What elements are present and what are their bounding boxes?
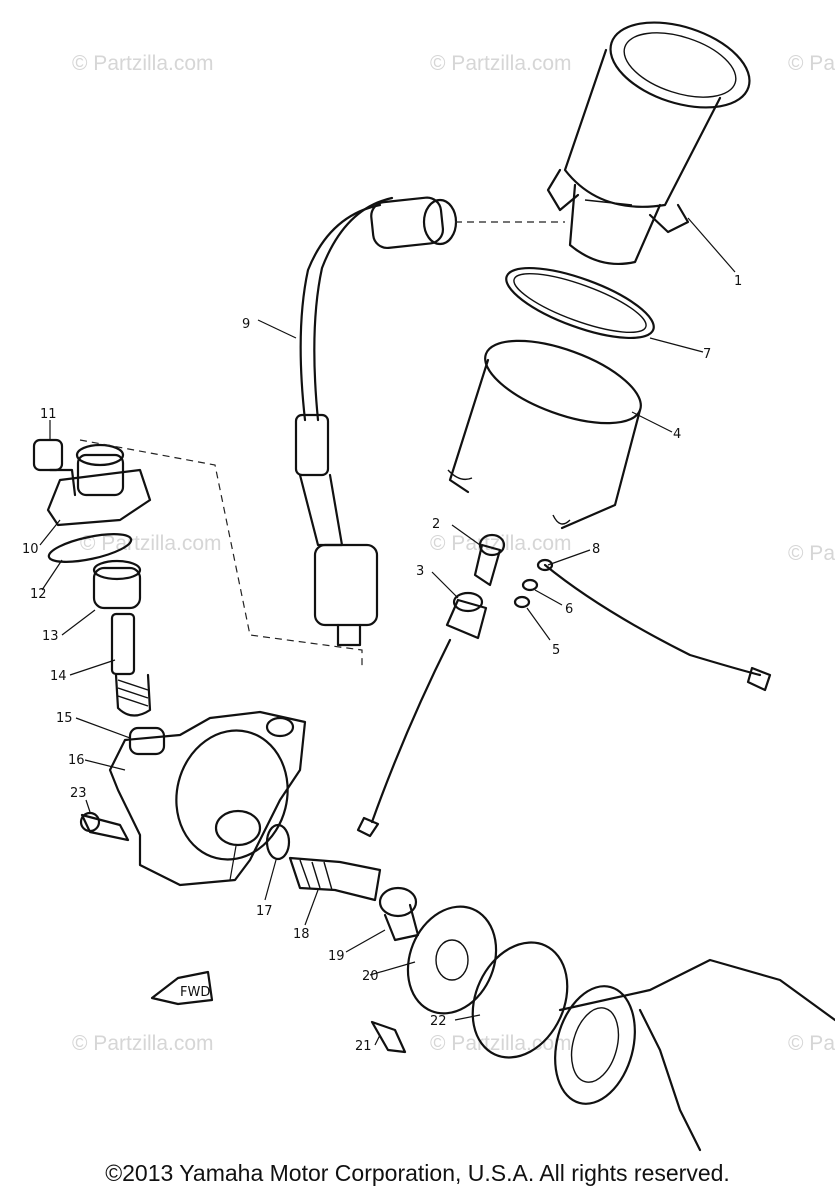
callout-14: 14 bbox=[50, 669, 67, 684]
gear-housing-top bbox=[32, 438, 152, 610]
callout-15: 15 bbox=[56, 711, 73, 726]
speedometer-cable bbox=[294, 196, 458, 647]
meter-ring bbox=[505, 266, 655, 340]
direction-mark: FWD bbox=[180, 985, 210, 1000]
watermark: © Partzilla.com bbox=[72, 52, 214, 75]
leader-line bbox=[431, 571, 459, 599]
leader-line bbox=[229, 845, 237, 881]
watermark: © Partzilla.com bbox=[788, 542, 835, 565]
callout-4: 4 bbox=[673, 427, 681, 442]
meter-case bbox=[447, 339, 642, 530]
leader-line bbox=[631, 411, 673, 433]
leader-line bbox=[69, 659, 116, 676]
lead-wires bbox=[513, 558, 772, 692]
bulb-and-socket bbox=[356, 533, 506, 838]
callout-20: 20 bbox=[362, 969, 379, 984]
leader-line bbox=[84, 759, 126, 771]
callout-11: 11 bbox=[40, 407, 57, 422]
watermark: © Partzilla.com bbox=[80, 532, 222, 555]
callout-7: 7 bbox=[703, 347, 711, 362]
callout-16: 16 bbox=[68, 753, 85, 768]
copyright-notice: ©2013 Yamaha Motor Corporation, U.S.A. A… bbox=[105, 1160, 730, 1186]
leader-line bbox=[39, 519, 61, 546]
callout-21: 21 bbox=[355, 1039, 372, 1054]
callout-13: 13 bbox=[42, 629, 59, 644]
callout-19: 19 bbox=[328, 949, 345, 964]
drive-shaft bbox=[110, 612, 166, 756]
callout-8: 8 bbox=[592, 542, 600, 557]
watermark: © Partzilla.com bbox=[788, 52, 835, 75]
leader-line bbox=[41, 559, 63, 591]
callout-1: 1 bbox=[734, 274, 742, 289]
leader-line bbox=[526, 607, 551, 641]
watermark: © Partzilla.com bbox=[72, 1032, 214, 1055]
leader-line bbox=[374, 1034, 381, 1046]
cover-plate bbox=[370, 905, 569, 1059]
watermark: © Partzilla.com bbox=[430, 532, 572, 555]
callout-17: 17 bbox=[256, 904, 273, 919]
leader-line bbox=[264, 859, 277, 901]
callout-23: 23 bbox=[70, 786, 87, 801]
callout-18: 18 bbox=[293, 927, 310, 942]
callout-10: 10 bbox=[22, 542, 39, 557]
leader-line bbox=[345, 929, 386, 953]
speedometer-assembly bbox=[546, 21, 751, 266]
main-housing bbox=[79, 710, 307, 887]
callout-3: 3 bbox=[416, 564, 424, 579]
leader-line bbox=[451, 524, 481, 546]
callout-6: 6 bbox=[565, 602, 573, 617]
leader-line bbox=[61, 609, 96, 636]
forward-arrow-icon: FWD bbox=[150, 970, 214, 1006]
leader-line bbox=[304, 889, 319, 926]
driven-gear-set bbox=[265, 823, 420, 942]
leader-line bbox=[534, 589, 563, 606]
leader-line bbox=[369, 961, 416, 976]
engine-case bbox=[554, 958, 835, 1152]
callout-12: 12 bbox=[30, 587, 47, 602]
callout-9: 9 bbox=[242, 317, 250, 332]
leader-line bbox=[454, 1014, 481, 1021]
watermark: © Partzilla.com bbox=[430, 52, 572, 75]
watermark: © Partzilla.com bbox=[788, 1032, 835, 1055]
leader-line bbox=[649, 337, 704, 353]
leader-line bbox=[75, 717, 131, 739]
leader-line bbox=[547, 549, 591, 566]
leader-line bbox=[85, 799, 91, 813]
leader-line bbox=[687, 217, 736, 273]
callout-22: 22 bbox=[430, 1014, 447, 1029]
callout-2: 2 bbox=[432, 517, 440, 532]
leader-line bbox=[257, 319, 297, 339]
callout-5: 5 bbox=[552, 643, 560, 658]
